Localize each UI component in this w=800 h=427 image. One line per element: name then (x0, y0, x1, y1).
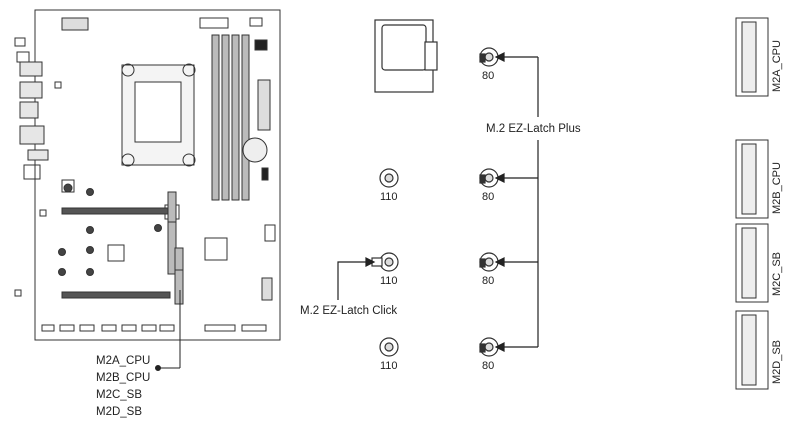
board-callout (155, 290, 181, 371)
label-80-1: 80 (482, 70, 495, 82)
label-110-2: 110 (380, 275, 398, 287)
m2-slot-icons (735, 17, 769, 390)
click-arrow (337, 257, 376, 300)
label-80-2: 80 (482, 191, 495, 203)
board-slot-m2c: M2C_SB (96, 389, 143, 401)
label-110-1: 110 (380, 191, 398, 203)
board-slot-m2d: M2D_SB (96, 406, 143, 418)
slot-label-m2c-sb: M2C_SB (771, 251, 783, 296)
board-slot-m2b: M2B_CPU (96, 372, 151, 384)
ez-latch-click-label: M.2 EZ-Latch Click (300, 305, 398, 317)
slot-label-m2d-sb: M2D_SB (771, 339, 783, 384)
slot-label-m2b-cpu: M2B_CPU (771, 162, 783, 214)
standoff-80-icon (479, 47, 499, 357)
motherboard (14, 9, 281, 341)
slot-label-m2a-cpu: M2A_CPU (771, 40, 783, 92)
cpu-cooler-icon (374, 19, 438, 93)
label-80-4: 80 (482, 360, 495, 372)
label-110-3: 110 (380, 360, 398, 372)
label-80-3: 80 (482, 275, 495, 287)
board-slot-m2a: M2A_CPU (96, 355, 151, 367)
plus-arrows (494, 52, 539, 352)
ez-latch-plus-label: M.2 EZ-Latch Plus (486, 123, 581, 135)
